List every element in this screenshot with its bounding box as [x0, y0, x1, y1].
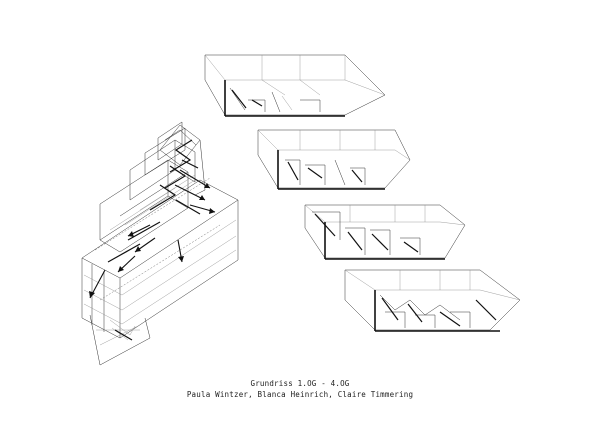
drawing-title: Grundriss 1.OG - 4.OG: [250, 379, 350, 388]
floor-plan-1og: [204, 54, 386, 117]
floor-plan-3og: [304, 204, 466, 260]
building-axonometry: [81, 121, 239, 366]
drawing-authors: Paula Wintzer, Blanca Heinrich, Claire T…: [186, 390, 414, 399]
floor-plan-2og: [257, 129, 411, 190]
floor-plan-4og: [344, 269, 521, 332]
circulation-arrows: [89, 169, 216, 299]
